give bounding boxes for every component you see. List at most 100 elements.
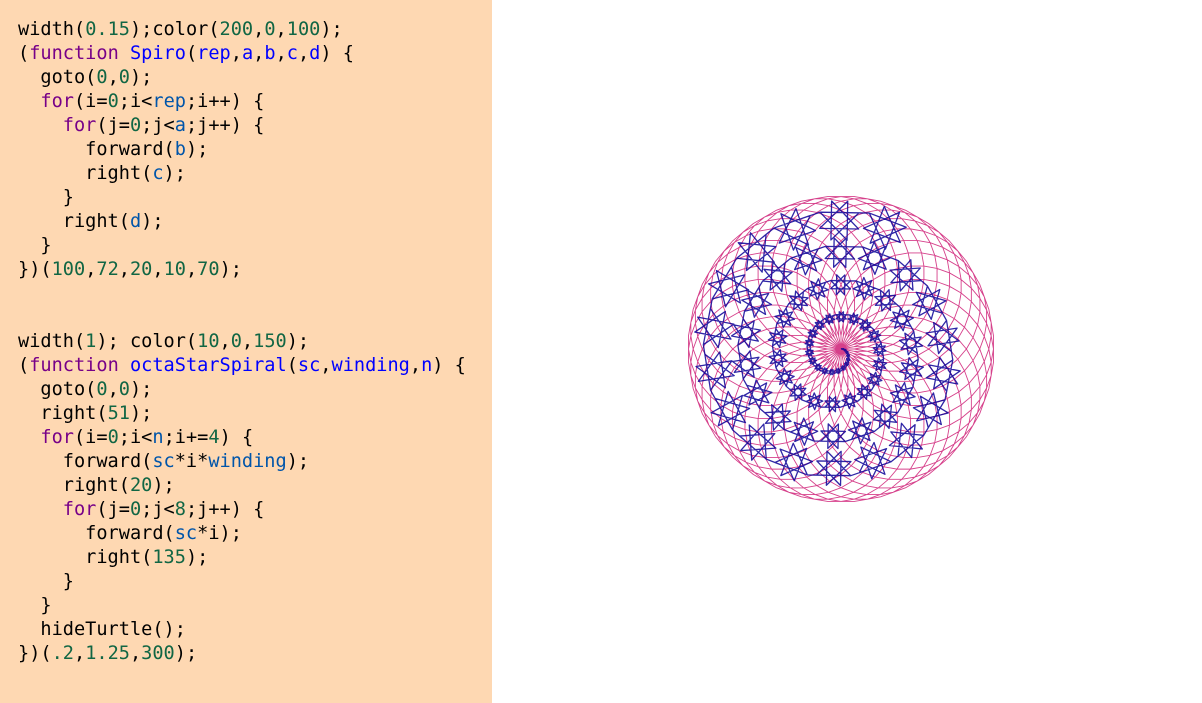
code-token: ;i< <box>118 91 153 112</box>
code-token: ( <box>73 19 86 40</box>
code-token: 100 <box>51 259 86 280</box>
code-token: 0 <box>107 427 119 448</box>
code-line: for(j=0;j<8;j++) { <box>18 498 492 522</box>
code-token: ;j++) { <box>185 499 265 520</box>
code-token: 1.25 <box>85 643 130 664</box>
octa-star-spiral <box>694 200 961 487</box>
code-token: ); <box>152 475 175 496</box>
code-token: 0 <box>129 115 142 136</box>
code-token: } <box>18 595 52 616</box>
code-line: goto(0,0); <box>18 66 492 90</box>
code-token: 0 <box>107 91 119 112</box>
code-token: d <box>129 211 142 232</box>
code-editor[interactable]: width(0.15);color(200,0,100);(function S… <box>0 0 492 703</box>
code-token: ) { <box>432 355 466 376</box>
code-token <box>18 499 63 520</box>
code-token: n <box>152 427 164 448</box>
code-token <box>18 115 63 136</box>
code-token: ;j< <box>141 499 175 520</box>
code-token: ); <box>129 67 153 88</box>
code-token: (i= <box>73 91 108 112</box>
code-line: (function octaStarSpiral(sc,winding,n) { <box>18 354 492 378</box>
code-token: ;i++) { <box>185 91 265 112</box>
code-token: sc <box>174 523 198 544</box>
code-token: , <box>129 643 142 664</box>
code-line: } <box>18 234 492 258</box>
code-token: right( <box>18 211 130 232</box>
code-line: goto(0,0); <box>18 378 492 402</box>
code-token: width <box>18 19 74 40</box>
octa-star-path <box>694 200 961 487</box>
code-token: c <box>286 43 298 64</box>
code-token: , <box>320 355 332 376</box>
code-token: width( <box>18 331 86 352</box>
code-token: 20 <box>129 475 153 496</box>
code-line <box>18 282 492 306</box>
code-token: 0 <box>118 67 130 88</box>
code-token: (j= <box>96 499 130 520</box>
code-token: 300 <box>141 643 175 664</box>
code-token: ( <box>18 355 30 376</box>
code-token: Spiro <box>129 43 186 64</box>
code-token <box>18 91 40 112</box>
code-token: rep <box>197 43 231 64</box>
code-token: 70 <box>197 259 220 280</box>
code-token: hideTurtle(); <box>18 619 186 640</box>
code-token: sc <box>152 451 175 472</box>
code-line: for(j=0;j<a;j++) { <box>18 114 492 138</box>
code-token: for <box>62 115 97 136</box>
code-token: })( <box>18 259 52 280</box>
code-token: for <box>40 91 74 112</box>
code-token: octaStarSpiral <box>129 355 287 376</box>
code-token: ;j< <box>141 115 175 136</box>
code-token: , <box>409 355 422 376</box>
code-token: goto( <box>18 67 97 88</box>
code-line: forward(sc*i*winding); <box>18 450 492 474</box>
code-token: winding <box>208 451 287 472</box>
turtle-canvas <box>492 0 1202 703</box>
code-token: , <box>107 67 119 88</box>
code-token: 100 <box>286 19 321 40</box>
code-token: (i= <box>73 427 108 448</box>
code-line: width(0.15);color(200,0,100); <box>18 18 492 42</box>
code-token: 0.15 <box>85 19 130 40</box>
code-token: , <box>230 43 242 64</box>
code-token: ); <box>141 211 164 232</box>
code-token: b <box>174 139 186 160</box>
code-token: forward( <box>18 451 153 472</box>
code-line: forward(b); <box>18 138 492 162</box>
code-token: ); <box>129 19 153 40</box>
code-token: right( <box>18 163 153 184</box>
code-token: , <box>152 259 164 280</box>
code-token: b <box>264 43 276 64</box>
code-token: 0 <box>96 379 108 400</box>
code-token: ); <box>286 451 310 472</box>
code-token: })( <box>18 643 52 664</box>
code-token: 10 <box>197 331 220 352</box>
code-token: , <box>73 643 86 664</box>
code-token: 150 <box>253 331 287 352</box>
code-token: 200 <box>219 19 254 40</box>
code-token: ); color( <box>96 331 198 352</box>
code-line: hideTurtle(); <box>18 618 492 642</box>
code-token: , <box>85 259 97 280</box>
code-token: ); <box>286 331 310 352</box>
code-token: ( <box>286 355 298 376</box>
code-token: .2 <box>51 643 74 664</box>
code-token: 1 <box>85 331 97 352</box>
code-token: ); <box>219 259 242 280</box>
code-token: 135 <box>152 547 186 568</box>
code-token: function <box>29 355 119 376</box>
code-token: 0 <box>118 379 130 400</box>
code-token: ); <box>129 403 153 424</box>
code-token: rep <box>152 91 186 112</box>
code-token: *i* <box>174 451 209 472</box>
code-token: ( <box>185 43 198 64</box>
code-token: , <box>253 43 265 64</box>
code-token: , <box>253 19 265 40</box>
code-token: 8 <box>174 499 186 520</box>
code-token <box>119 355 130 376</box>
code-token: , <box>241 331 254 352</box>
code-token: forward( <box>18 139 175 160</box>
code-token: 4 <box>208 427 220 448</box>
